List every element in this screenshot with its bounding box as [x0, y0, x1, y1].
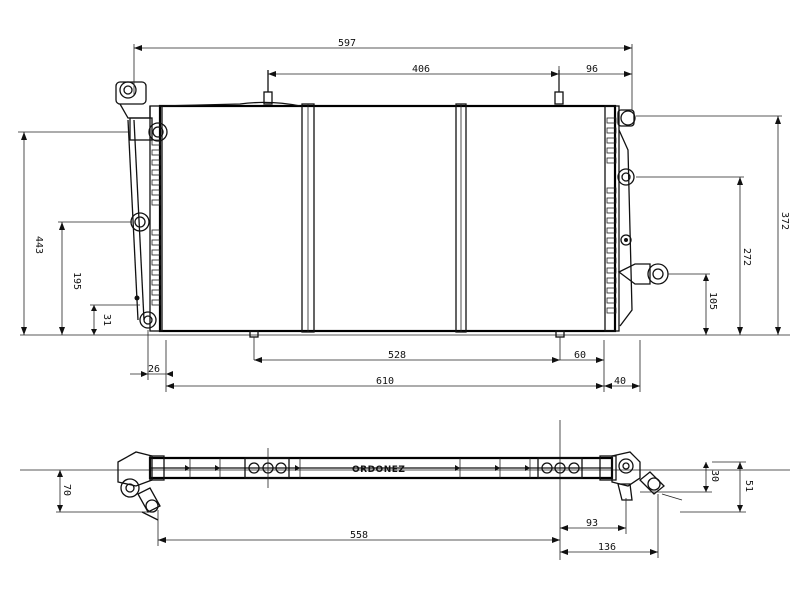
dim-40: 40: [614, 376, 626, 387]
dim-195: 195: [71, 272, 82, 290]
side-right-end: [599, 451, 683, 501]
dim-372: 372: [779, 212, 790, 230]
brand-label: ORDONEZ: [352, 465, 405, 475]
dim-528: 528: [388, 350, 406, 361]
dim-443: 443: [33, 236, 44, 254]
left-tank-fins: [151, 139, 161, 306]
side-markers: [185, 458, 531, 478]
dim-105: 105: [707, 292, 718, 310]
bottom-bracket-right: [555, 330, 565, 360]
dim-406: 406: [412, 64, 430, 75]
dim-70: 70: [61, 484, 72, 496]
dim-93: 93: [586, 518, 598, 529]
right-mid-fitting: [617, 168, 635, 186]
top-sensor-left: [263, 70, 273, 105]
right-tank-fins: [606, 117, 617, 314]
dim-96: 96: [586, 64, 598, 75]
left-mount-dot: [134, 295, 140, 301]
front-view: 597 406 96 443 195 31 372: [18, 38, 790, 392]
right-side-tank: [604, 105, 620, 332]
dim-272: 272: [741, 248, 752, 266]
dim-31: 31: [101, 314, 112, 326]
dim-60: 60: [574, 350, 586, 361]
dim-51: 51: [743, 480, 754, 492]
dim-610: 610: [376, 376, 394, 387]
left-strut-inner: [133, 119, 145, 321]
side-left-mount-block: [244, 448, 290, 488]
left-bottom-mount: [139, 311, 157, 329]
dim-558: 558: [350, 530, 368, 541]
right-tank-contour: [618, 129, 633, 327]
side-right-mount-block: [537, 457, 583, 479]
dim-597: 597: [338, 38, 356, 49]
top-tank-edge: [159, 101, 301, 107]
bottom-bracket-left: [249, 330, 259, 360]
side-left-end: [117, 451, 165, 521]
left-side-tank: [149, 105, 163, 332]
right-top-nipple: [617, 109, 636, 127]
side-view: ORDONEZ 70: [20, 420, 790, 560]
filler-neck: [115, 81, 168, 142]
dim-136: 136: [598, 542, 616, 553]
radiator-core-frame: [158, 104, 617, 333]
dim-26: 26: [148, 364, 160, 375]
right-outlet-pipe: [617, 263, 669, 285]
right-bleed-screw: [620, 234, 632, 246]
dim-30: 30: [709, 470, 720, 482]
left-strut: [127, 119, 139, 321]
